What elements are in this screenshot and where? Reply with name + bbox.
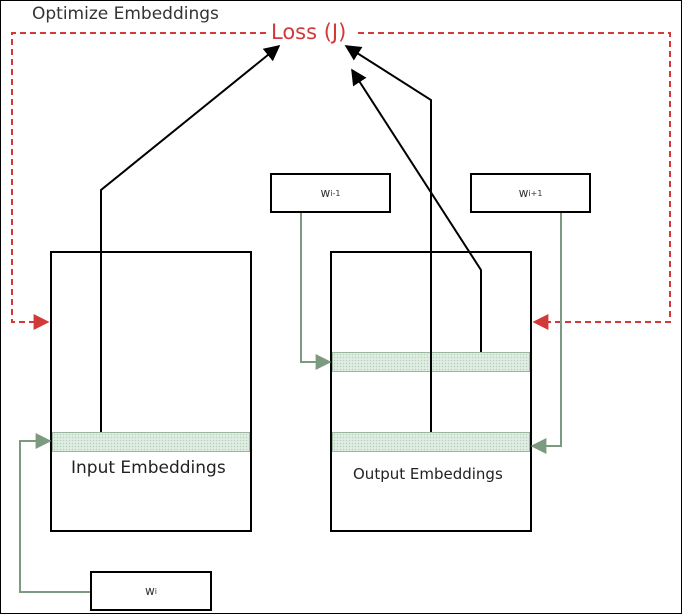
word-base: w [144,584,155,598]
word-subscript: i-1 [330,188,341,198]
loss-label: Loss (J) [268,22,350,43]
input-embeddings-block [50,251,252,532]
word-subscript: i+1 [528,188,543,198]
word-subscript: i [154,586,158,596]
lookup-arrow-w-i-prev [300,213,332,370]
word-base: w [320,186,331,200]
word-base: w [518,186,529,200]
feedback-arrow-to-input [11,32,266,330]
diagram-title: Optimize Embeddings [32,4,219,24]
forward-arrow-output-next-to-loss [344,45,432,432]
input-embedding-row [52,432,250,452]
feedback-arrow-to-output [358,32,671,330]
lookup-arrow-w-i-next [530,213,562,454]
lookup-arrow-w-i [19,433,90,593]
forward-arrow-input-to-loss [100,44,281,432]
forward-arrow-output-prev-to-loss [351,68,482,352]
output-embeddings-label: Output Embeddings [353,465,503,483]
output-embedding-row-context-next [332,432,530,452]
input-embeddings-label: Input Embeddings [71,458,226,478]
